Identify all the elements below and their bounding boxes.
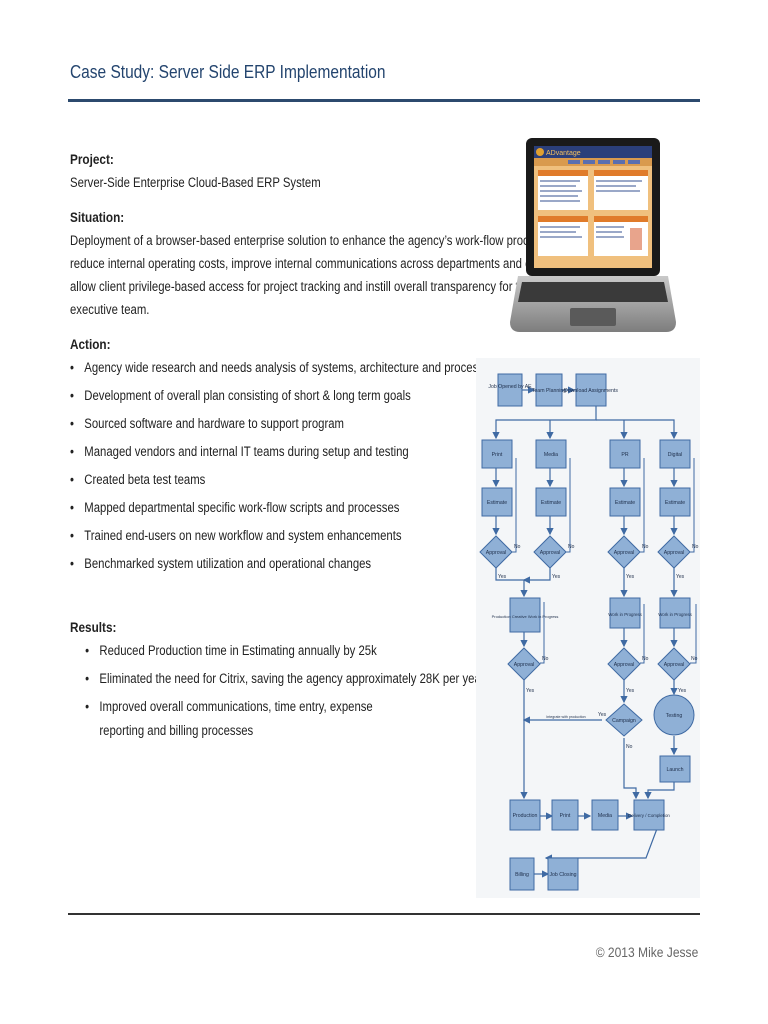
flow-job-opened: Job Opened by AE [488,384,532,390]
result-item: Reduced Production time in Estimating an… [70,639,440,667]
results-section: Results: Reduced Production time in Esti… [70,616,510,743]
svg-text:No: No [642,544,649,550]
flow-approval: Approval [614,662,634,668]
svg-text:Yes: Yes [526,688,535,694]
action-item: Sourced software and hardware to support… [70,412,440,440]
svg-text:No: No [692,544,699,550]
action-item: Agency wide research and needs analysis … [70,356,496,384]
svg-text:No: No [691,656,698,662]
project-heading: Project: [70,151,114,167]
footer-divider [68,913,700,915]
flow-work-in-progress: Work in Progress [608,612,642,617]
flow-media: Media [598,813,612,819]
svg-text:No: No [568,544,575,550]
content-column: Project: Server-Side Enterprise Cloud-Ba… [70,148,572,755]
flow-billing: Billing [515,872,529,878]
svg-text:No: No [514,544,521,550]
flow-approval: Approval [664,550,684,556]
svg-text:Yes: Yes [626,688,635,694]
situation-line: Deployment of a browser-based enterprise… [70,233,562,248]
flow-approval: Approval [486,550,506,556]
project-section: Project: Server-Side Enterprise Cloud-Ba… [70,148,510,194]
flow-delivery: Delivery / Completion [628,813,670,818]
svg-text:Yes: Yes [498,574,507,580]
action-item: Created beta test teams [70,468,440,496]
action-section: Action: Agency wide research and needs a… [70,333,510,580]
project-text: Server-Side Enterprise Cloud-Based ERP S… [70,175,321,190]
action-heading: Action: [70,336,111,352]
action-item: Benchmarked system utilization and opera… [70,552,440,580]
flow-download-assignments: Download Assignments [564,388,618,394]
flow-job-closing: Job Closing [549,872,576,878]
page-title: Case Study: Server Side ERP Implementati… [70,62,386,82]
svg-text:Yes: Yes [598,712,607,718]
result-item: Improved overall communications, time en… [70,695,419,743]
flow-dept-print: Print [492,452,503,458]
svg-text:No: No [626,744,633,750]
flow-integrate-note: Integrate with production [546,715,585,719]
situation-line: reduce internal operating costs, improve… [70,256,561,271]
svg-text:No: No [642,656,649,662]
flow-approval: Approval [664,662,684,668]
flow-production-creative: Production Creative Work in Progress [492,614,559,619]
svg-text:Yes: Yes [676,574,685,580]
flow-dept-pr: PR [621,452,628,458]
flow-estimate: Estimate [665,500,685,506]
flow-estimate: Estimate [615,500,635,506]
results-list: Reduced Production time in Estimating an… [70,639,484,743]
situation-heading: Situation: [70,209,125,225]
situation-line: executive team. [70,302,150,317]
flow-print: Print [560,813,571,819]
flow-dept-digital: Digital [668,452,682,458]
action-list: Agency wide research and needs analysis … [70,356,496,580]
flow-approval: Approval [540,550,560,556]
laptop-logo: ADvantage [546,150,581,157]
svg-text:Yes: Yes [552,574,561,580]
situation-section: Situation: Deployment of a browser-based… [70,206,572,321]
results-heading: Results: [70,619,117,635]
svg-text:No: No [542,656,549,662]
flow-production: Production [513,813,538,819]
workflow-diagram: Job Opened by AE Team Planning Download … [476,358,700,898]
action-item: Development of overall plan consisting o… [70,384,440,412]
flow-estimate: Estimate [487,500,507,506]
flow-team-planning: Team Planning [532,388,566,394]
flow-approval: Approval [514,662,534,668]
flow-testing: Testing [666,713,683,719]
result-item: Eliminated the need for Citrix, saving t… [70,667,484,695]
flow-work-in-progress: Work in Progress [658,612,692,617]
flow-campaign: Campaign [612,718,636,724]
action-item: Mapped departmental specific work-flow s… [70,496,440,524]
laptop-image: ADvantage [508,136,678,336]
header-divider [68,99,700,102]
flow-approval: Approval [614,550,634,556]
svg-text:Yes: Yes [678,688,687,694]
situation-line: allow client privilege-based access for … [70,279,572,294]
copyright-footer: © 2013 Mike Jesse [595,944,698,960]
action-item: Managed vendors and internal IT teams du… [70,440,440,468]
action-item: Trained end-users on new workflow and sy… [70,524,440,552]
flow-estimate: Estimate [541,500,561,506]
flow-dept-media: Media [544,452,558,458]
svg-text:Yes: Yes [626,574,635,580]
flow-launch: Launch [666,767,683,773]
